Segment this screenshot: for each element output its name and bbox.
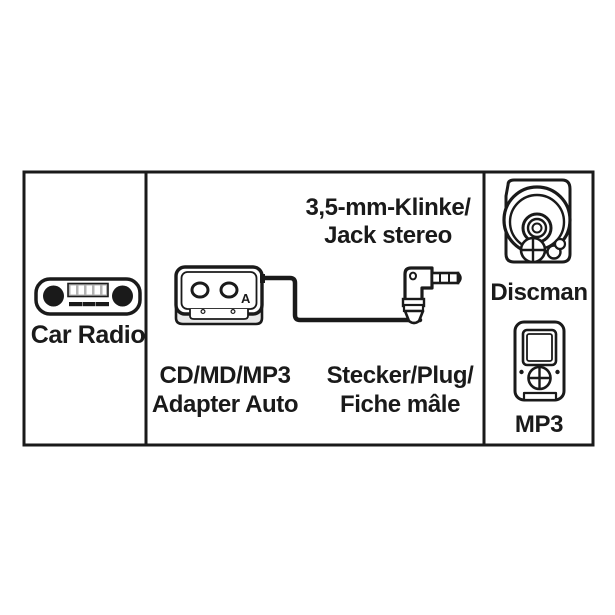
discman-group: Discman	[490, 178, 588, 306]
mp3-player-icon	[513, 320, 566, 402]
mp3-label: MP3	[515, 411, 563, 438]
car-radio-label: Car Radio	[31, 321, 146, 349]
cassette-adapter-group: A CD/MD/MP3 Adapter Auto	[152, 265, 299, 418]
mp3-player-group: MP3	[513, 320, 566, 438]
car-radio-group: Car Radio	[31, 277, 146, 349]
discman-label: Discman	[490, 279, 587, 306]
plug-label-line2: Fiche mâle	[340, 391, 460, 418]
adapter-label-line1: CD/MD/MP3	[159, 362, 290, 389]
jack-title-line2: Jack stereo	[324, 222, 452, 249]
plug-label-line1: Stecker/Plug/	[327, 362, 475, 389]
cassette-adapter-icon: A	[174, 265, 265, 326]
right-angle-jack-plug-icon	[401, 266, 462, 325]
cassette-side-label: A	[241, 291, 251, 306]
jack-plug-group: Stecker/Plug/ Fiche mâle 3,5-mm-Klinke/ …	[305, 194, 474, 418]
adapter-label-line2: Adapter Auto	[152, 391, 298, 418]
audio-cable-icon	[259, 275, 423, 323]
jack-title-line1: 3,5-mm-Klinke/	[305, 194, 471, 221]
discman-icon	[502, 178, 572, 264]
car-radio-icon	[34, 277, 142, 316]
